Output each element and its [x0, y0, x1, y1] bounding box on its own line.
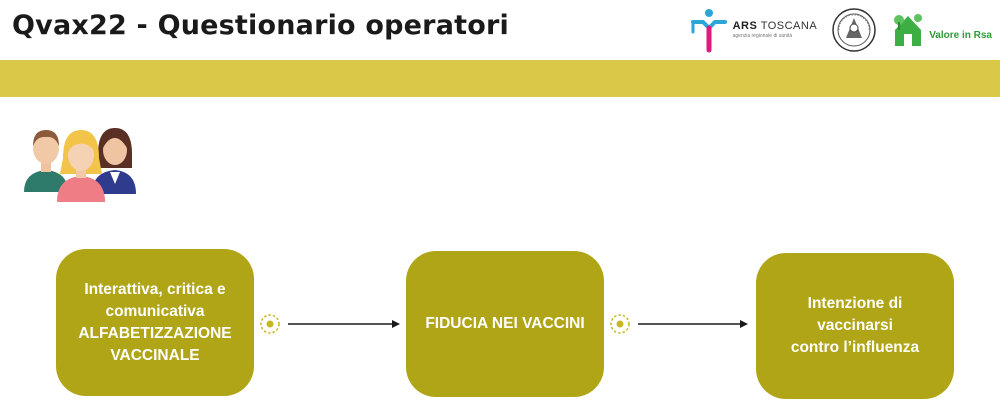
page-title: Qvax22 - Questionario operatori — [12, 10, 509, 41]
ars-name: ARS TOSCANA — [732, 20, 818, 32]
box-text-line: vaccinarsi — [817, 317, 893, 334]
box-text-line: Intenzione di — [807, 295, 903, 312]
diagram-box-vaccine-literacy: Interattiva, critica e comunicativa ALFA… — [56, 249, 254, 396]
arrow-connector-2 — [610, 314, 748, 334]
box-text-line: FIDUCIA NEI VACCINI — [425, 315, 585, 332]
box-text-line: VACCINALE — [110, 346, 200, 364]
header-accent-band — [0, 60, 1000, 97]
diagram-box-vaccination-intention: Intenzione di vaccinarsi contro l’influe… — [756, 253, 954, 399]
people-group-icon — [24, 128, 136, 202]
box-text-line: comunicativa — [105, 302, 205, 320]
header-bar: Qvax22 - Questionario operatori ARS TOSC… — [0, 0, 1000, 60]
box-text-line: Interattiva, critica e — [84, 280, 226, 298]
university-seal-icon — [832, 8, 876, 52]
house-trees-icon — [894, 14, 923, 46]
valore-label: Valore in Rsa — [929, 29, 992, 41]
ars-subtitle: agenzia regionale di sanità — [732, 33, 793, 39]
box-text-line: ALFABETIZZAZIONE — [78, 324, 232, 342]
box-text-line: contro l’influenza — [790, 339, 920, 356]
diagram-box-vaccine-trust: FIDUCIA NEI VACCINI — [406, 251, 604, 397]
ars-symbol-icon — [690, 9, 727, 53]
arrow-connector-1 — [260, 314, 400, 334]
valore-in-rsa-logo: Valore in Rsa — [891, 8, 992, 52]
partner-logos: ARS TOSCANA agenzia regionale di sanità … — [689, 4, 992, 56]
ars-toscana-logo: ARS TOSCANA agenzia regionale di sanità — [689, 6, 818, 54]
